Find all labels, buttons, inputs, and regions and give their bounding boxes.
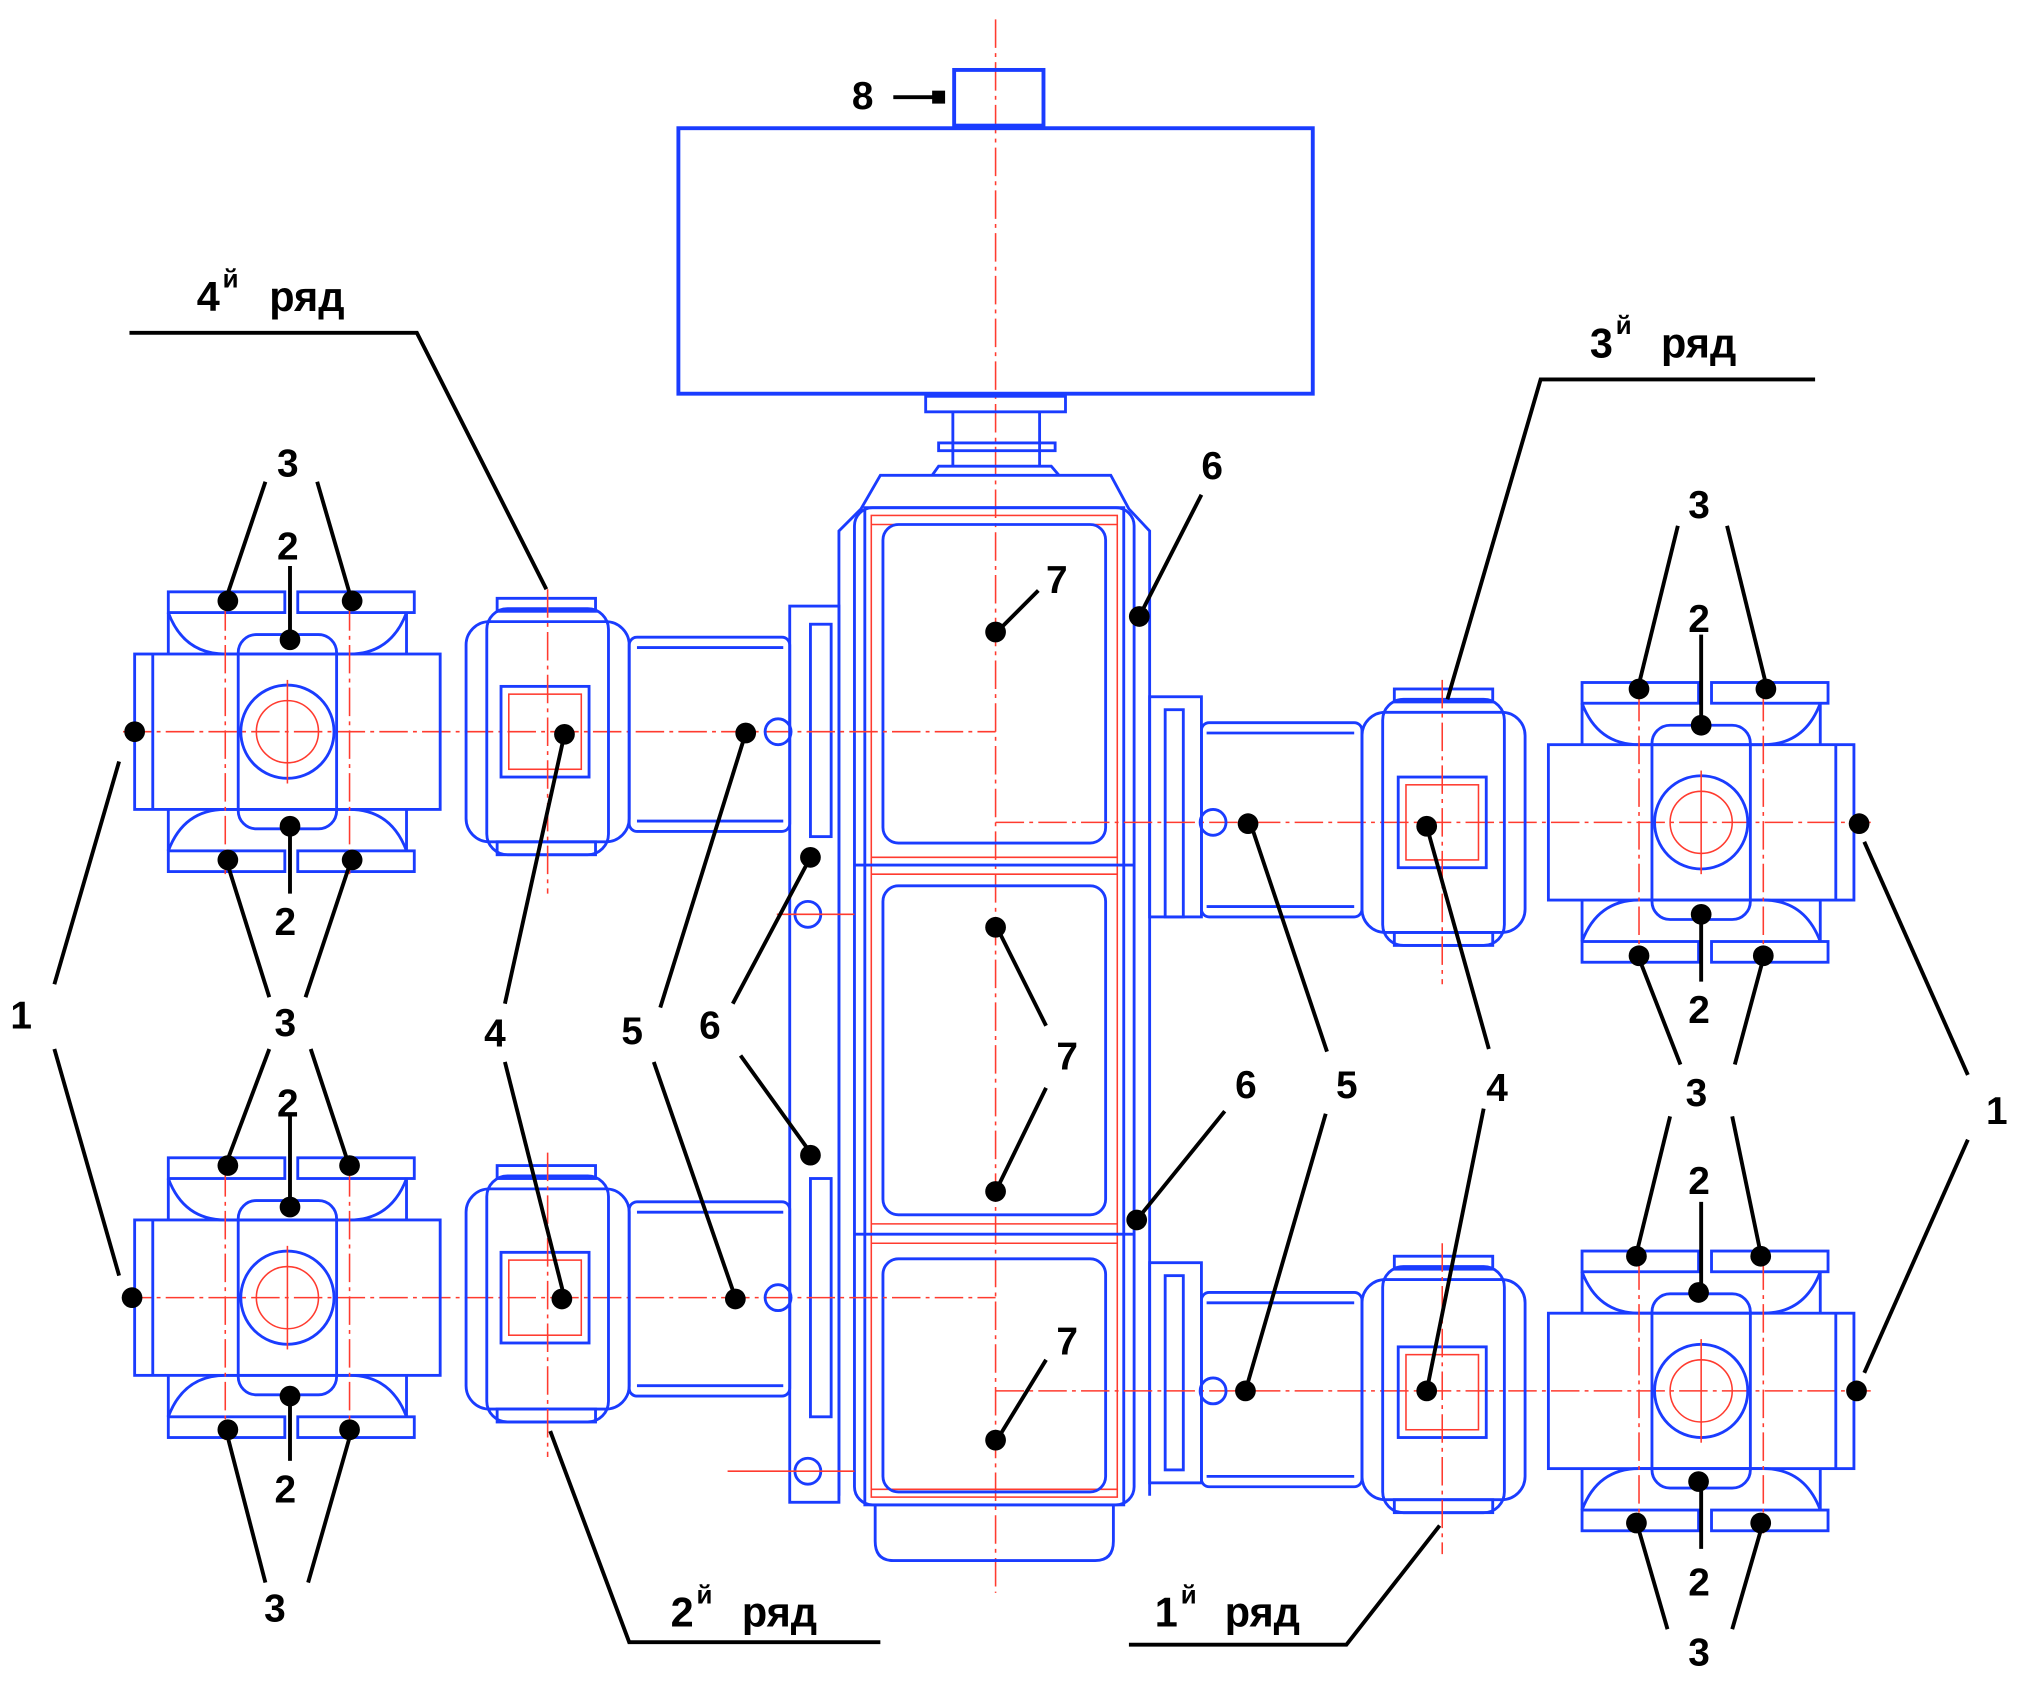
label-7: 7 <box>1056 1036 1078 1079</box>
dot-item-3 <box>217 590 239 612</box>
dot-item-4 <box>1416 1380 1438 1402</box>
row-label-4: 4 й ряд <box>129 266 549 591</box>
dot-item-2 <box>279 1196 301 1218</box>
gearbox-housing <box>727 473 1203 1562</box>
dot-item-7 <box>985 1181 1006 1202</box>
dot-item-6 <box>1126 1209 1148 1231</box>
label-2: 2 <box>1688 1160 1710 1203</box>
label-7: 7 <box>1056 1321 1078 1364</box>
row-4-num: 4 <box>197 273 220 320</box>
dot-item-3 <box>217 1419 239 1441</box>
label-6: 6 <box>1235 1064 1257 1107</box>
dot-item-3 <box>1628 945 1650 967</box>
label-5: 5 <box>1336 1064 1358 1107</box>
dot-item-3 <box>217 1155 239 1176</box>
label-3: 3 <box>274 1002 296 1045</box>
label-4: 4 <box>1486 1067 1508 1110</box>
dot-item-4 <box>554 723 575 745</box>
label-2: 2 <box>274 901 296 944</box>
label-3: 3 <box>1688 1631 1710 1674</box>
dot-item-1 <box>121 1287 143 1309</box>
label-4: 4 <box>484 1012 506 1055</box>
row-3-num: 3 <box>1590 319 1613 366</box>
row-3-word: ряд <box>1661 319 1736 366</box>
label-6: 6 <box>1201 445 1223 488</box>
callout-dots <box>121 590 1870 1534</box>
label-1: 1 <box>10 994 32 1037</box>
label-5: 5 <box>621 1010 643 1053</box>
dot-item-1 <box>1846 1380 1867 1402</box>
roll-unit-row-2 <box>133 1156 442 1441</box>
row-1-word: ряд <box>1225 1589 1300 1636</box>
dot-item-3 <box>217 849 239 871</box>
label-2: 2 <box>274 1468 296 1511</box>
dot-item-2 <box>1688 1471 1709 1492</box>
roll-unit-row-4 <box>133 590 442 875</box>
dot-item-5 <box>735 722 757 744</box>
row-1-num: 1 <box>1155 1589 1178 1636</box>
dot-item-3 <box>341 849 363 871</box>
dot-item-2 <box>1688 1282 1709 1303</box>
row-4-word: ряд <box>269 273 344 320</box>
row-4-sup: й <box>223 266 239 294</box>
bearing-box-row-2 <box>464 1152 631 1457</box>
label-1: 1 <box>1986 1090 2008 1133</box>
dot-item-1 <box>1848 813 1870 835</box>
dot-item-4 <box>1416 815 1438 837</box>
row-label-1: 1 й ряд <box>1128 1524 1442 1647</box>
label-2: 2 <box>277 525 299 568</box>
dot-item-5 <box>1235 1380 1256 1402</box>
label-6: 6 <box>699 1005 721 1048</box>
dot-item-3 <box>1626 1245 1647 1267</box>
dot-item-7 <box>985 916 1006 938</box>
dot-item-6 <box>800 1144 821 1166</box>
bearing-box-row-1 <box>1360 1243 1527 1555</box>
label-7: 7 <box>1046 559 1068 602</box>
dot-item-3 <box>1750 1245 1772 1267</box>
dot-item-2 <box>279 1385 301 1407</box>
dot-item-2 <box>279 815 301 837</box>
row-label-3: 3 й ряд <box>1445 312 1816 700</box>
label-3: 3 <box>277 443 299 486</box>
dot-item-3 <box>1750 1512 1772 1534</box>
row-label-2: 2 й ряд <box>548 1430 881 1645</box>
dot-item-3 <box>341 590 363 612</box>
row-2-num: 2 <box>671 1589 694 1636</box>
bearing-box-row-4 <box>464 589 631 894</box>
callout-labels: 8 6 7 7 7 3 2 2 1 3 4 5 6 2 2 3 3 2 2 6 … <box>10 75 2007 1675</box>
dot-item-4 <box>551 1288 573 1310</box>
label-8: 8 <box>852 75 874 118</box>
dot-item-2 <box>1690 714 1712 736</box>
dot-item-1 <box>124 721 145 743</box>
row-2-sup: й <box>697 1581 713 1609</box>
dot-item-6 <box>800 846 821 868</box>
dot-item-3 <box>1626 1512 1647 1534</box>
dot-item-7 <box>985 621 1006 643</box>
row-3-sup: й <box>1616 312 1632 340</box>
dot-item-2 <box>1690 903 1712 925</box>
dot-item-7 <box>985 1429 1006 1451</box>
label-2: 2 <box>277 1082 299 1125</box>
dot-item-5 <box>1237 813 1259 835</box>
dot-item-3 <box>339 1155 360 1176</box>
dot-item-6 <box>1128 606 1150 627</box>
label-3: 3 <box>1688 484 1710 527</box>
dot-item-3 <box>1628 678 1650 700</box>
dot-item-5 <box>725 1288 746 1310</box>
label-3: 3 <box>1686 1072 1708 1115</box>
dot-item-3 <box>1755 678 1777 700</box>
label-2: 2 <box>1688 989 1710 1032</box>
motor <box>676 67 1315 477</box>
dot-item-3 <box>1752 945 1774 967</box>
row-2-word: ряд <box>742 1589 817 1636</box>
callout-leaders <box>52 90 1970 1630</box>
label-2: 2 <box>1688 1562 1710 1605</box>
row-1-sup: й <box>1181 1581 1197 1609</box>
label-2: 2 <box>1688 598 1710 641</box>
label-3: 3 <box>264 1587 286 1630</box>
dot-item-2 <box>279 629 301 651</box>
bearing-box-row-3 <box>1360 679 1527 985</box>
dot-item-3 <box>339 1419 360 1441</box>
